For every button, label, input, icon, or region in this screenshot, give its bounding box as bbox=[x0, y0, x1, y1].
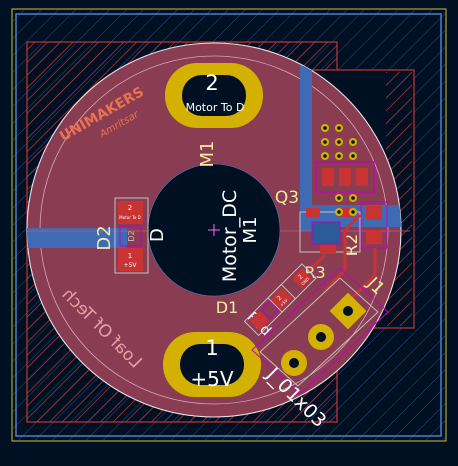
d2-pad-top-net: Motor To D bbox=[119, 215, 140, 220]
m1-value-label: Motor_DC bbox=[219, 190, 241, 282]
d2-pad-bottom-number: 1 bbox=[128, 252, 132, 260]
d1-reference: D1 bbox=[216, 298, 239, 317]
q3-reference: Q3 bbox=[275, 188, 299, 208]
d2-pad-bottom-net: +5V bbox=[124, 262, 138, 269]
r2-footprint[interactable] bbox=[360, 201, 388, 249]
pad-2-net-label: Motor To D bbox=[186, 101, 245, 114]
motor-pad-2[interactable] bbox=[165, 63, 263, 128]
r2-reference: R2 bbox=[342, 234, 362, 257]
d1-footprint[interactable]: 2 +5V bbox=[243, 283, 297, 337]
d-reference: D bbox=[147, 228, 168, 242]
r3-pad-right: 2 bbox=[297, 273, 305, 281]
d1-pad-number: 2 bbox=[276, 294, 284, 302]
j1-pin-1[interactable] bbox=[329, 292, 367, 330]
m1-reference-center: M1 bbox=[240, 217, 261, 244]
via-cluster bbox=[321, 124, 357, 216]
pad-1-number: 1 bbox=[205, 336, 218, 360]
d2-footprint[interactable]: 2 Motor To D D2 1 +5V bbox=[114, 197, 149, 274]
pad-2-number: 2 bbox=[205, 71, 218, 95]
j1-footprint[interactable] bbox=[251, 267, 389, 395]
d2-reference: D2 bbox=[94, 225, 115, 250]
d1-pad-net: +5V bbox=[279, 298, 289, 308]
pad-1-net-label: +5V bbox=[190, 367, 233, 391]
u1-footprint[interactable] bbox=[315, 161, 375, 193]
r3-pad-net: GND bbox=[300, 276, 310, 286]
j1-pin-3[interactable] bbox=[281, 350, 307, 376]
m1-reference-top: M1 bbox=[197, 141, 218, 168]
d2-fab-label: D2 bbox=[127, 230, 136, 241]
board-origin-marker bbox=[208, 224, 220, 236]
motor-pad-1[interactable] bbox=[163, 332, 261, 397]
d2-pad-top-number: 2 bbox=[128, 204, 132, 212]
board-edge-outline bbox=[11, 8, 447, 442]
q3-footprint[interactable] bbox=[299, 208, 361, 254]
j1-pin-2[interactable] bbox=[308, 324, 334, 350]
